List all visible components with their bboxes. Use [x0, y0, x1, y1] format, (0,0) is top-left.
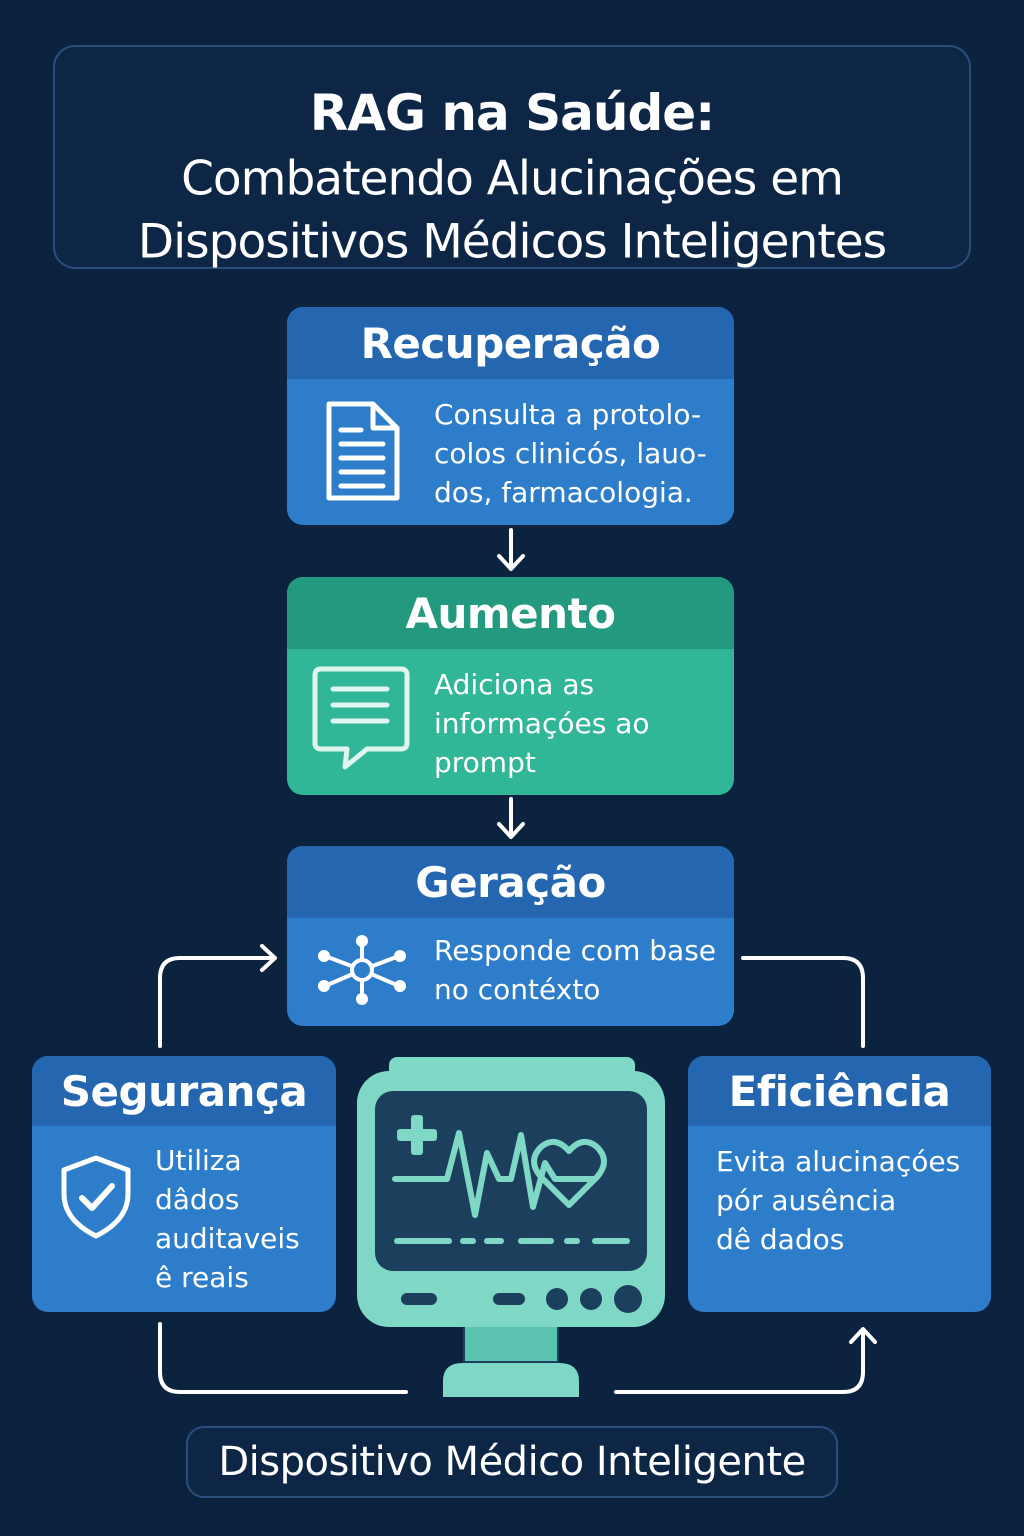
step-aumento-title: Aumento — [287, 577, 734, 649]
step-recuperacao-text: Consulta a protolo- colos clinicós, lauo… — [434, 398, 707, 509]
benefit-eficiencia-card: Eficiência Evita alucinaçóes pór ausênci… — [688, 1056, 991, 1312]
arrow-seguranca-to-geracao — [158, 956, 276, 1048]
title-line-1: RAG na Saúde: — [309, 84, 715, 142]
step-recuperacao-card: Recuperação Consulta a protolo- colos cl… — [287, 307, 734, 525]
benefit-eficiencia-text: Evita alucinaçóes pór ausência dê dados — [716, 1145, 961, 1256]
benefit-seguranca-card: Segurança Utiliza dâdos auditaveis ê rea… — [32, 1056, 336, 1312]
document-icon — [326, 401, 400, 501]
step-recuperacao-title: Recuperação — [287, 307, 734, 379]
device-label-box: Dispositivo Médico Inteligente — [186, 1426, 838, 1498]
step-geracao-text: Responde com base no contéxto — [434, 934, 717, 1006]
step-geracao-title: Geração — [287, 846, 734, 918]
benefit-eficiencia-title: Eficiência — [688, 1056, 991, 1126]
medical-monitor-icon — [357, 1057, 665, 1397]
arrow-device-to-eficiencia — [614, 1328, 865, 1394]
title-line-2: Combatendo Alucinações em — [181, 151, 844, 207]
chat-bubble-icon — [312, 666, 410, 770]
device-label: Dispositivo Médico Inteligente — [218, 1439, 806, 1485]
shield-check-icon — [61, 1155, 131, 1239]
network-icon — [318, 935, 406, 1005]
step-aumento-card: Aumento Adiciona as informaçóes ao promp… — [287, 577, 734, 795]
benefit-seguranca-text: Utiliza dâdos auditaveis ê reais — [155, 1144, 300, 1294]
step-geracao-card: Geração Responde com base no contéxto — [287, 846, 734, 1026]
benefit-seguranca-title: Segurança — [32, 1056, 336, 1126]
title-box: RAG na Saúde: Combatendo Alucinações em … — [53, 45, 971, 269]
line-seguranca-to-device — [158, 1322, 408, 1394]
step-aumento-text: Adiciona as informaçóes ao prompt — [434, 668, 650, 779]
title-line-3: Dispositivos Médicos Inteligentes — [137, 214, 887, 270]
line-geracao-to-eficiencia — [741, 956, 865, 1048]
